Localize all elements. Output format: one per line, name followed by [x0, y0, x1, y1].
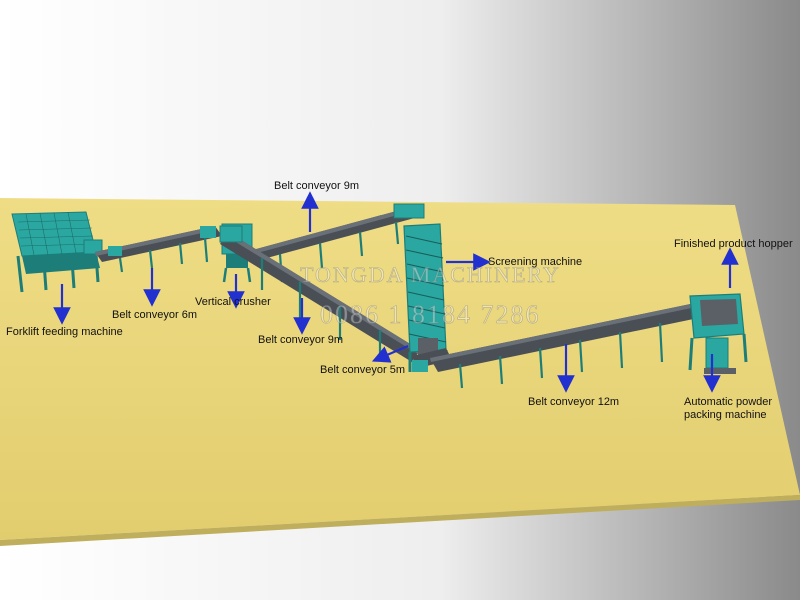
- label-belt-conveyor-5m: Belt conveyor 5m: [320, 364, 405, 376]
- forklift-feeding-machine: [11, 211, 103, 293]
- label-belt-conveyor-9m-top: Belt conveyor 9m: [274, 180, 359, 192]
- watermark-phone: 0086 1 8184 7286: [320, 300, 541, 330]
- belt-conveyor-9m-upper: [245, 203, 425, 283]
- label-automatic-powder-packing-machine: Automatic powder packing machine: [684, 396, 773, 421]
- label-belt-conveyor-6m: Belt conveyor 6m: [112, 309, 197, 321]
- belt-conveyor-12m: [430, 302, 708, 389]
- belt-conveyor-6m: [95, 226, 222, 273]
- label-belt-conveyor-9m-bottom: Belt conveyor 9m: [258, 334, 343, 346]
- label-belt-conveyor-12m: Belt conveyor 12m: [528, 396, 620, 408]
- floor-edge: [0, 495, 800, 546]
- label-forklift-feeding-machine: Forklift feeding machine: [6, 326, 123, 338]
- floor-platform: [0, 198, 800, 540]
- arrow-belt-conveyor-5m: [371, 344, 409, 363]
- label-finished-product-hopper: Finished product hopper: [674, 238, 793, 250]
- belt-conveyor-9m-lower: [219, 225, 420, 362]
- watermark-brand: TONGDA MACHINERY: [300, 262, 561, 288]
- label-vertical-crusher: Vertical crusher: [195, 296, 271, 308]
- finished-product-hopper: [688, 293, 748, 371]
- label-screening-machine: Screening machine: [488, 256, 583, 268]
